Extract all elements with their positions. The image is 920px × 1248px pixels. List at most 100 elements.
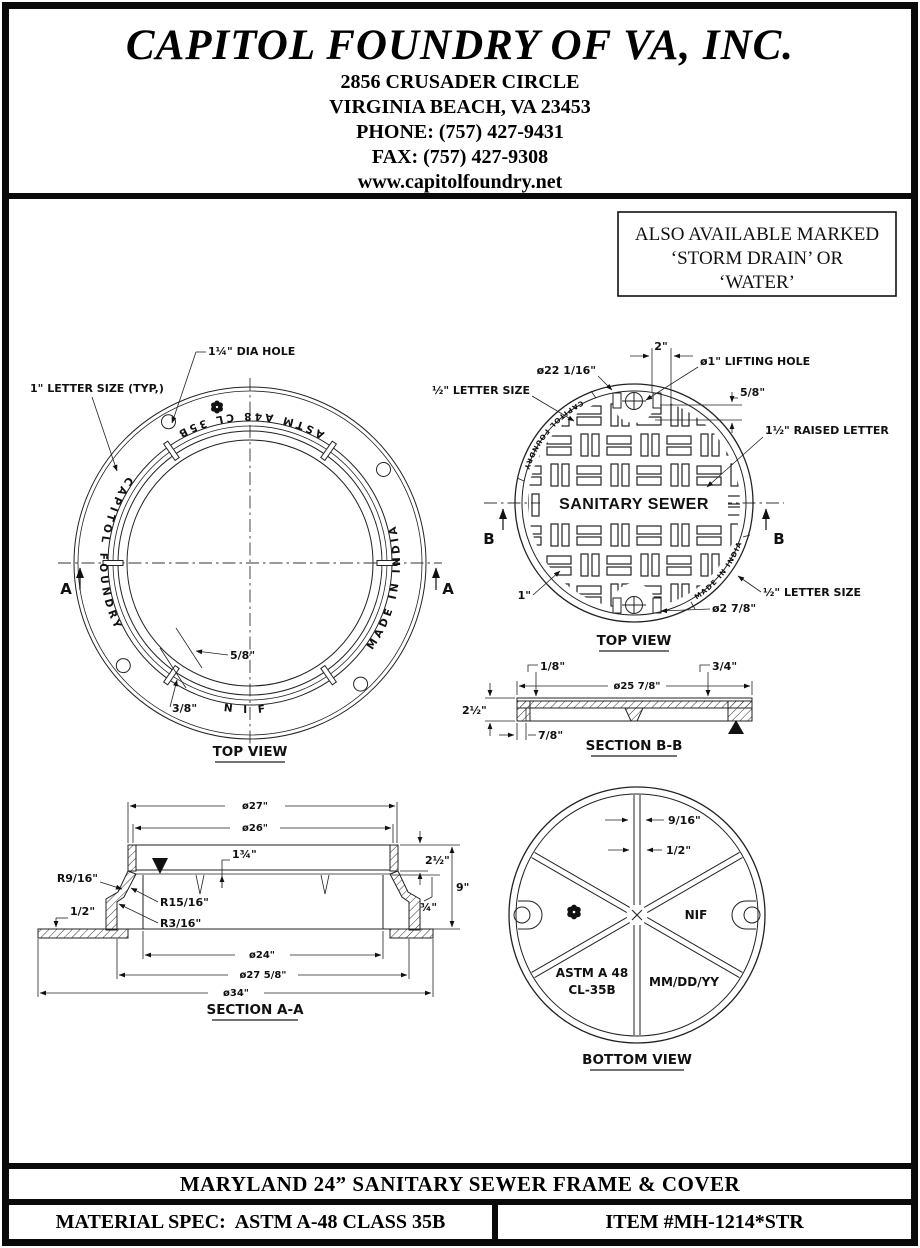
- section-aa: ø27" ø26" 1¾": [37, 801, 469, 1021]
- cover-text-band: [540, 487, 728, 518]
- notice-line-1: ALSO AVAILABLE MARKED: [635, 224, 879, 245]
- bv-astm-text-1: ASTM A 48: [556, 966, 628, 980]
- bb-right-block: [727, 700, 753, 722]
- bb-center-rib: [624, 707, 644, 722]
- bv-inner-rim: [515, 793, 759, 1037]
- aa-radius-3-leader: [118, 903, 159, 924]
- frame-seat-inner-leader: [169, 679, 178, 708]
- cover-edge-dim: 5/8": [740, 386, 765, 399]
- item-number-cell: ITEM #MH-1214*STR: [605, 1210, 804, 1233]
- frame-caption: TOP VIEW: [213, 744, 288, 760]
- title-bar: MARYLAND 24” SANITARY SEWER FRAME & COVE…: [9, 1169, 911, 1205]
- bb-top-dim: 1/8": [540, 660, 565, 673]
- frame-hole-label: 1¼" DIA HOLE: [208, 345, 295, 358]
- lifting-keyhole-bottom: [612, 596, 662, 614]
- aa-d34-dim: ø34": [223, 988, 249, 999]
- aa-d24-dim: ø24": [249, 950, 275, 961]
- bv-outer-edge: [508, 786, 766, 1044]
- aa-flange-right: [389, 928, 434, 939]
- aa-d26-dim: ø26": [242, 823, 268, 834]
- company-name: CAPITOL FOUNDRY OF VA, INC.: [125, 22, 795, 69]
- cover-diameter-leader: [597, 375, 613, 391]
- cover-outer-edge: [514, 383, 754, 623]
- drawing-title: MARYLAND 24” SANITARY SEWER FRAME & COVE…: [179, 1171, 741, 1196]
- address-line-2: VIRGINIA BEACH, VA 23453: [329, 96, 591, 118]
- cover-center-text: SANITARY SEWER: [559, 496, 709, 513]
- header: CAPITOL FOUNDRY OF VA, INC. 2856 CRUSADE…: [9, 9, 911, 199]
- foundry-mark-icon: [211, 400, 223, 414]
- cover-hole-leader: [660, 608, 711, 614]
- cover-slot-width-leader: [532, 570, 561, 596]
- aa-height-dim: 9": [456, 881, 469, 894]
- bv-date-text: MM/DD/YY: [649, 975, 719, 989]
- aa-radius-1: R9/16": [57, 872, 98, 885]
- aa-rim-wall-left: [127, 844, 137, 872]
- material-spec-cell: MATERIAL SPEC: ASTM A-48 CLASS 35B: [55, 1210, 446, 1233]
- frame-outer-edge-2: [77, 390, 423, 736]
- frame-outer-edge: [73, 386, 427, 740]
- frame-rim-text-bottom: NIF: [223, 702, 276, 716]
- lifting-keyhole-top: [612, 392, 662, 410]
- cover-diameter-dim: ø22 1/16": [537, 364, 596, 377]
- section-a-label-right: A: [442, 580, 454, 598]
- cover-letter-left-leader: [531, 395, 575, 422]
- cover-slot-width-dim: 1": [518, 589, 531, 602]
- cover-rim-ticks: [516, 390, 751, 610]
- frame-lugs: [102, 440, 398, 686]
- frame-seat-inner-dim: 3/8": [172, 702, 197, 715]
- frame-seat-ext-1: [175, 627, 203, 669]
- bottom-view: 9/16" 1/2" NIF ASTM A 48 CL-35B MM/DD/YY…: [508, 786, 766, 1071]
- footer-divider: [492, 1205, 498, 1239]
- address-line-1: 2856 CRUSADER CIRCLE: [340, 71, 580, 93]
- website-line: www.capitolfoundry.net: [357, 171, 563, 193]
- frame-letter-label: 1" LETTER SIZE (TYP,): [30, 382, 164, 395]
- aa-ledge-tick: [423, 896, 433, 902]
- aa-d2758-dim: ø27 5/8": [239, 970, 286, 981]
- aa-caption: SECTION A-A: [206, 1002, 304, 1018]
- frame-seat-outer-dim: 5/8": [230, 649, 255, 662]
- frame-opening: [126, 439, 374, 687]
- footer-bar: MATERIAL SPEC: ASTM A-48 CLASS 35B ITEM …: [9, 1205, 911, 1239]
- aa-radius-2-leader: [130, 887, 159, 903]
- bb-height-dim: 2½": [462, 704, 487, 717]
- cover-inner-rim: [521, 390, 747, 616]
- bb-edge-dim: 7/8": [538, 729, 563, 742]
- aa-seat-dim: 1¾": [232, 848, 257, 861]
- bv-caption: BOTTOM VIEW: [582, 1052, 692, 1068]
- bb-top-tick: [527, 664, 538, 672]
- aa-skirt-left: [105, 870, 137, 931]
- section-b-label-right: B: [773, 530, 784, 548]
- bb-caption: SECTION B-B: [586, 738, 683, 754]
- bb-outline: [516, 697, 753, 722]
- frame-seat-outer-leader: [195, 649, 229, 656]
- bb-left-block: [516, 700, 531, 722]
- fax-line: FAX: (757) 427-9308: [371, 146, 549, 168]
- aa-skirt-right: [389, 870, 421, 931]
- notice-line-2: ‘STORM DRAIN’ OR: [671, 248, 844, 269]
- bv-foundry-mark-icon: [567, 904, 581, 920]
- cover-letter-right-leader: [737, 575, 762, 593]
- aa-radius-1-leader: [99, 881, 123, 890]
- aa-d27-dim: ø27": [242, 801, 268, 812]
- cover-slot-dim: 2": [654, 340, 667, 353]
- cover-letter-left-label: ½" LETTER SIZE: [432, 384, 530, 397]
- cover-hole-dim: ø2 7/8": [712, 602, 756, 615]
- notice-box: ALSO AVAILABLE MARKED ‘STORM DRAIN’ OR ‘…: [617, 211, 897, 297]
- cover-raised-leader: [706, 436, 764, 488]
- bb-rib-dim: 3/4": [712, 660, 737, 673]
- bv-rib-inner-dim: 1/2": [666, 844, 691, 857]
- frame-hole-leader: [171, 351, 197, 424]
- section-a-label-left: A: [60, 580, 72, 598]
- cover-lifting-hole-leader: [645, 366, 699, 401]
- aa-radius-2: R15/16": [160, 896, 209, 909]
- bb-plate-hatch: [516, 700, 753, 709]
- cover-letter-right-label: ½" LETTER SIZE: [763, 586, 861, 599]
- aa-radius-3: R3/16": [160, 917, 201, 930]
- cover-caption: TOP VIEW: [597, 633, 672, 649]
- notice-line-3: ‘WATER’: [719, 272, 795, 293]
- bb-dia-dim: ø25 7/8": [613, 681, 660, 692]
- aa-flange-left: [37, 928, 129, 939]
- aa-lip-dim: 1/2": [70, 905, 95, 918]
